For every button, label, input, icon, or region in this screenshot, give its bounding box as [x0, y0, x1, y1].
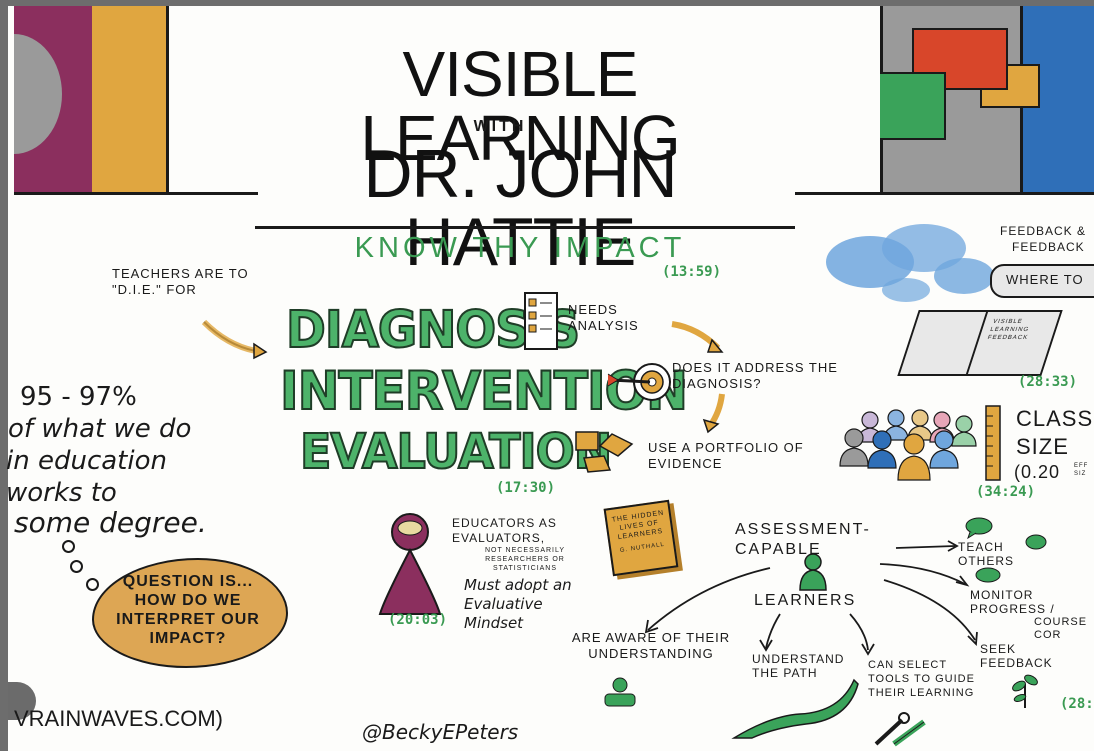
stat-text-2: in education [6, 446, 167, 476]
thought-dot-3 [86, 578, 99, 591]
stat-text-4: some degree. [14, 506, 207, 539]
speech-bubble-icon-1 [965, 517, 993, 540]
portfolio-boxes-icon [575, 431, 634, 473]
title-underline [255, 226, 795, 229]
where-to-sign [990, 264, 1094, 298]
ruler-icon [985, 405, 1001, 481]
title-line-2: DR. JOHN HATTIE [363, 136, 677, 280]
select-tools-text: CAN SELECT TOOLS TO GUIDE THEIR LEARNING [868, 659, 975, 699]
checklist-icon [524, 292, 558, 350]
website-text: VRAINWAVES.COM) [14, 706, 224, 731]
speech-bubble-icon-2 [1025, 534, 1047, 550]
learner-icon [799, 553, 827, 591]
stat-text-3: works to [6, 478, 117, 508]
top-left-color-blocks [14, 6, 194, 194]
evaluator-figure-icon [378, 513, 442, 615]
portfolio-text: USE A PORTFOLIO OF EVIDENCE [648, 440, 804, 471]
where-to-text: WHERE TO [1006, 272, 1084, 287]
assessment-capable-heading: ASSESSMENT-CAPABLE [735, 521, 871, 558]
class-size-line-2: SIZE [1016, 434, 1069, 459]
aware-text: ARE AWARE OF THEIR UNDERSTANDING [571, 630, 731, 661]
understand-path-text: UNDERSTAND THE PATH [752, 652, 845, 680]
stat-text-1: of what we do [8, 414, 192, 444]
effect-size-label: EFF SIZ [1074, 463, 1089, 477]
header-right-rule [795, 192, 1094, 195]
target-icon [607, 363, 671, 401]
evaluators-note: NOT NECESSARILY RESEARCHERS OR STATISTIC… [484, 547, 566, 572]
feedback-clouds-icon [826, 224, 994, 302]
needs-analysis-text: NEEDS ANALYSIS [568, 302, 639, 333]
subtitle-know-thy-impact: KNOW THY IMPACT [354, 232, 686, 264]
evaluators-timestamp: (20:03) [388, 612, 448, 628]
thought-dot-1 [62, 540, 75, 553]
feedback-timestamp: (28:33) [1018, 374, 1078, 390]
assessment-timestamp: (28: [1060, 696, 1094, 712]
stat-percentage: 95 - 97% [20, 382, 137, 412]
course-cor-text: COURSE COR [1034, 616, 1088, 641]
class-size-line-1: CLASS [1016, 406, 1094, 431]
people-group-icon [839, 409, 977, 481]
arrow-needs-to-target [671, 321, 724, 353]
book-label: VISIBLE LEARNING FEEDBACK [986, 319, 1030, 341]
evaluative-mindset: Must adopt an Evaluative Mindset [464, 576, 572, 632]
top-right-color-blocks [880, 6, 1094, 194]
tools-icon [874, 712, 926, 747]
teach-others-text: TEACH OTHERS [958, 540, 1015, 568]
thought-dot-2 [70, 560, 83, 573]
arrow-to-portfolio [702, 393, 725, 434]
small-learner-icon [604, 677, 636, 707]
feedback-line-2: FEEDBACK [1012, 240, 1085, 254]
learners-label: LEARNERS [754, 592, 857, 609]
intervention-word: INTERVENTION [279, 360, 689, 422]
assessment-arrows [644, 540, 978, 656]
monitor-progress-text: MONITOR PROGRESS / [970, 588, 1055, 616]
title-line-1: VISIBLE LEARNING [360, 38, 680, 174]
arrow-to-diagnosis [201, 319, 268, 360]
seek-feedback-text: SEEK FEEDBACK [980, 642, 1053, 670]
book-title: THE HIDDEN LIVES OF LEARNERS [611, 509, 665, 542]
credit-text: @BeckyEPeters [362, 720, 519, 744]
impact-timestamp: (13:59) [662, 264, 722, 280]
effect-size-value: (0.20 [1014, 462, 1061, 482]
evaluators-heading: EDUCATORS AS EVALUATORS, [452, 516, 557, 545]
sprout-icon [1012, 674, 1038, 708]
does-it-address-text: DOES IT ADDRESS THE DIAGNOSIS? [672, 360, 838, 391]
feedback-book-icon: VISIBLE LEARNING FEEDBACK [897, 310, 1063, 376]
question-bubble [92, 558, 288, 668]
evaluation-word: EVALUATION [299, 422, 613, 480]
class-size-timestamp: (34:24) [976, 484, 1036, 500]
feedback-line-1: FEEDBACK & [1000, 224, 1087, 238]
teachers-die-note: TEACHERS ARE TO "D.I.E." FOR [112, 266, 249, 297]
question-text: QUESTION IS... HOW DO WE INTERPRET OUR I… [116, 573, 260, 647]
speech-bubble-icon-3 [975, 567, 1001, 583]
die-timestamp: (17:30) [496, 480, 556, 496]
path-road-icon [731, 678, 859, 739]
title-with: WITH [473, 118, 527, 135]
header-left-rule [14, 192, 258, 195]
